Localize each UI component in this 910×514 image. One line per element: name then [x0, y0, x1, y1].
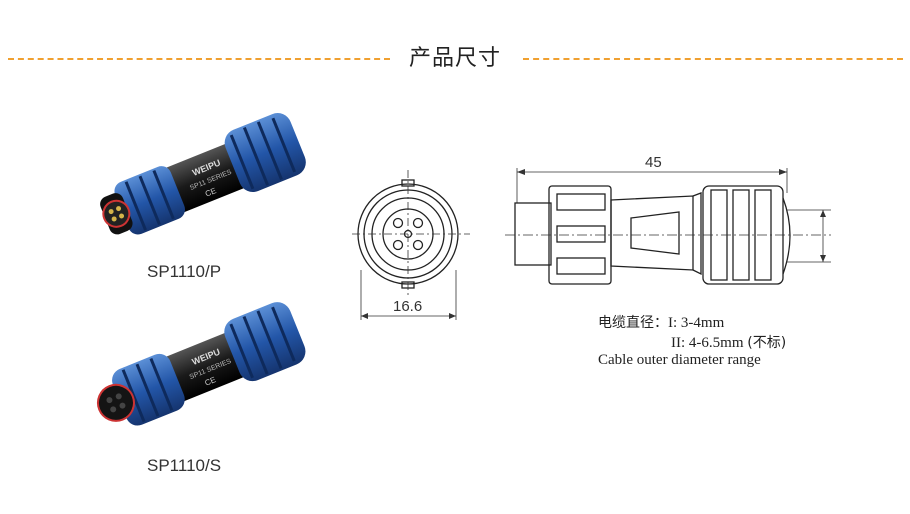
plug-connector-image: WEIPU SP11 SERIES CE	[100, 113, 306, 235]
side-view-drawing: 45	[505, 154, 831, 285]
product-model-plug: SP1110/P	[147, 262, 222, 281]
header-divider-right	[523, 58, 903, 60]
product-model-socket: SP1110/S	[147, 456, 222, 475]
front-view-drawing: 16.6	[352, 170, 470, 320]
cable-spec-label-cn: 电缆直径：	[598, 315, 668, 331]
cable-spec-label-en: Cable outer diameter range	[598, 352, 761, 368]
ce-mark: CE	[204, 375, 218, 388]
section-title: 产品尺寸	[408, 46, 501, 71]
header-divider-left	[8, 58, 390, 60]
front-width-dimension: 16.6	[393, 298, 422, 315]
cable-spec-range-2-note: (不标)	[747, 335, 787, 351]
cable-spec-range-2: II: 4-6.5mm	[671, 335, 744, 351]
cable-spec-range-1: I: 3-4mm	[668, 315, 725, 331]
socket-connector-image: WEIPU SP11 SERIES CE	[96, 302, 306, 426]
ce-mark: CE	[204, 186, 218, 199]
cable-spec-line-2: II: 4-6.5mm (不标)	[671, 332, 786, 352]
cable-spec-line-1: 电缆直径：I: 3-4mm	[598, 312, 724, 332]
length-dimension: 45	[645, 154, 662, 171]
